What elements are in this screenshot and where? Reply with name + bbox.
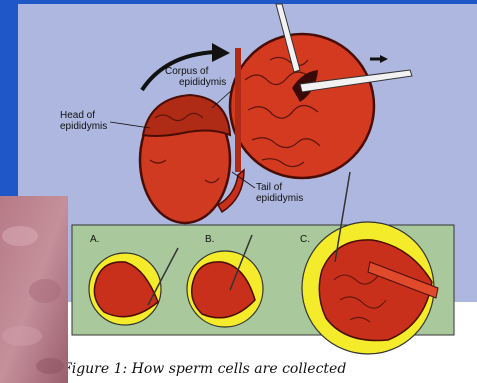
figure-caption: Figure 1: How sperm cells are collected bbox=[62, 361, 346, 377]
tissue-photo bbox=[0, 196, 68, 383]
head-label-line2: epididymis bbox=[60, 121, 107, 132]
head-label: Head of epididymis bbox=[60, 110, 107, 132]
panel-a-label: A. bbox=[90, 234, 99, 245]
tail-label: Tail of epididymis bbox=[256, 182, 303, 204]
corpus-label: Corpus of epididymis bbox=[165, 66, 226, 88]
corpus-label-line2: epididymis bbox=[165, 77, 226, 88]
tail-label-line1: Tail of bbox=[256, 182, 303, 193]
panel-c-label: C. bbox=[300, 234, 310, 245]
tail-label-line2: epididymis bbox=[256, 193, 303, 204]
head-label-line1: Head of bbox=[60, 110, 107, 121]
panel-b-label: B. bbox=[205, 234, 214, 245]
corpus-label-line1: Corpus of bbox=[165, 66, 226, 77]
